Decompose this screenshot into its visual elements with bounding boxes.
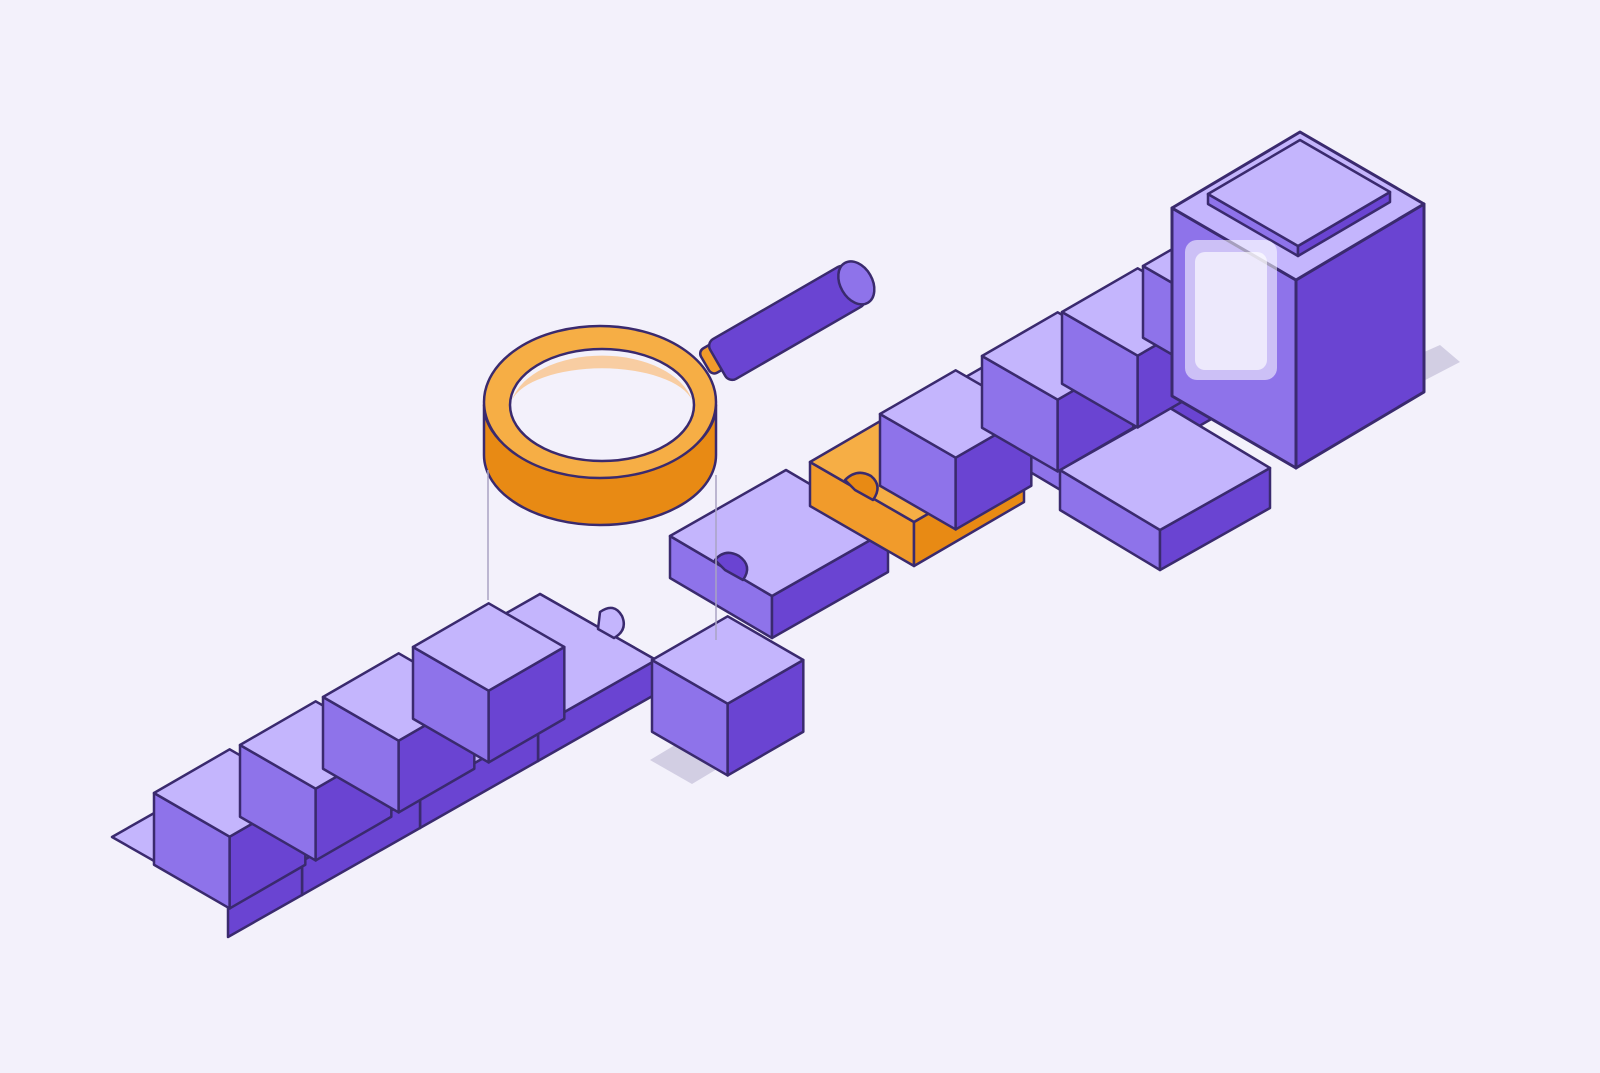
- machine-opening-core: [1195, 252, 1267, 370]
- puzzle-piece-notch: [713, 551, 749, 582]
- floating-cube-top-face: [650, 615, 805, 705]
- machine-top-button-top-face: [1206, 138, 1392, 248]
- magnifier-lens-inner-wall: [512, 355, 692, 400]
- machine-glow: [1185, 240, 1277, 380]
- magnifying-glass-icon: [482, 260, 876, 527]
- magnifier-lens: [508, 347, 696, 463]
- magnifier-handle: [707, 260, 876, 382]
- cube-shadow: [650, 736, 732, 784]
- magnifier-handle-cap: [837, 260, 876, 306]
- left-strip-cube-4-top-face: [411, 602, 566, 692]
- orange-piece-notch: [843, 471, 879, 502]
- left-strip-puzzle-tab: [596, 606, 625, 640]
- guide-lines: [487, 470, 717, 640]
